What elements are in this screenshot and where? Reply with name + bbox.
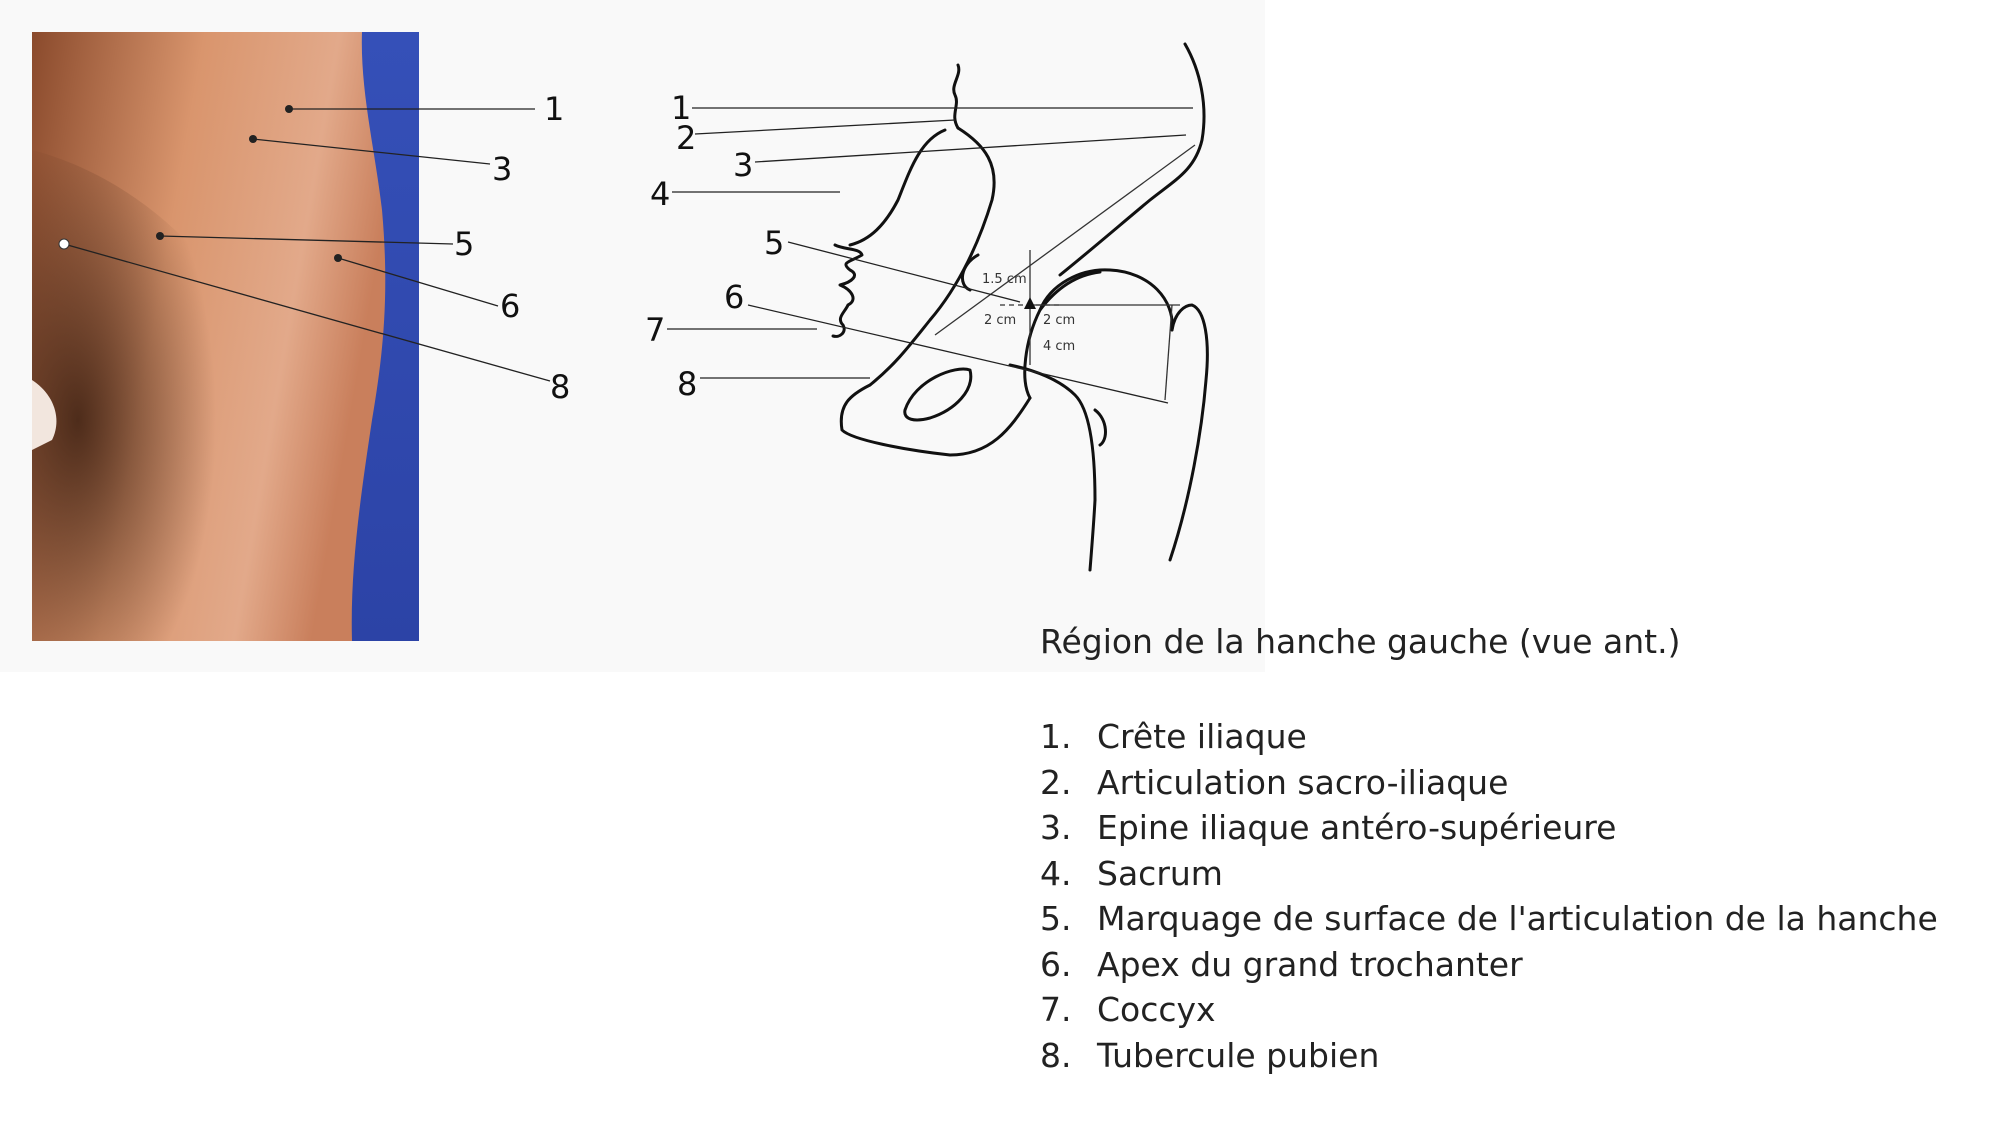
dimension-label-4: 4 cm xyxy=(1043,339,1075,354)
legend-item-number: 8. xyxy=(1040,1035,1072,1075)
construction-lines xyxy=(934,144,1196,401)
photo-label-3: 3 xyxy=(492,150,512,188)
legend-item-number: 4. xyxy=(1040,853,1072,893)
photo-callout-dots xyxy=(156,105,342,262)
legend-item-label: Apex du grand trochanter xyxy=(1097,944,1523,984)
legend-item-label: Tubercule pubien xyxy=(1097,1035,1380,1075)
acetabulum-rim xyxy=(1023,270,1102,400)
photo-label-5: 5 xyxy=(454,225,474,263)
legend-item: 6. Apex du grand trochanter xyxy=(1040,942,1938,988)
legend-item: 2. Articulation sacro-iliaque xyxy=(1040,760,1938,806)
greater-trochanter xyxy=(1168,303,1209,562)
drawing-label-5: 5 xyxy=(764,224,784,262)
drawing-label-6: 6 xyxy=(724,278,744,316)
obturator-foramen xyxy=(903,367,973,422)
neck-inner xyxy=(1008,363,1097,502)
photo-edge-highlight xyxy=(32,380,57,450)
hip-photograph xyxy=(32,32,419,641)
legend-item-label: Crête iliaque xyxy=(1097,717,1307,756)
pubic-tubercle-marker xyxy=(58,238,70,250)
sacral-top xyxy=(952,63,961,130)
legend-item: 4. Sacrum xyxy=(1040,851,1938,897)
legend-item: 5. Marquage de surface de l'articulation … xyxy=(1040,896,1938,942)
drawing-label-7: 7 xyxy=(645,311,665,349)
femur-shaft-medial xyxy=(1088,498,1097,572)
pubis-outline xyxy=(839,383,1032,457)
drawing-label-8: 8 xyxy=(677,365,697,403)
photo-label-1: 1 xyxy=(544,90,564,128)
drawing-callouts xyxy=(667,107,1193,404)
hip-joint-marker xyxy=(1024,297,1036,309)
legend-item-number: 2. xyxy=(1040,762,1072,802)
legend-item: 8. Tubercule pubien xyxy=(1040,1033,1938,1079)
legend-item-number: 3. xyxy=(1040,808,1072,847)
legend-item-label: Sacrum xyxy=(1097,853,1223,893)
photo-label-8: 8 xyxy=(550,368,570,406)
femur-lesser-trochanter xyxy=(1093,408,1107,447)
drawing-label-1: 1 xyxy=(671,89,691,127)
legend-item-number: 1. xyxy=(1040,717,1072,756)
dimension-label-2: 2 cm xyxy=(984,313,1016,328)
legend-item-label: Coccyx xyxy=(1097,990,1216,1029)
photo-hair xyxy=(32,150,262,641)
legend-list: 1. Crête iliaque 2. Articulation sacro-ili… xyxy=(1040,714,1938,1078)
dimension-label-3: 2 cm xyxy=(1043,313,1075,328)
dimension-label-1: 1.5 cm xyxy=(982,272,1027,287)
legend-item-label: Articulation sacro-iliaque xyxy=(1097,762,1509,802)
legend-item: 1. Crête iliaque xyxy=(1040,714,1938,760)
drawing-label-4: 4 xyxy=(650,175,670,213)
legend-item-number: 7. xyxy=(1040,990,1072,1029)
coccyx-outline xyxy=(831,243,864,338)
drawing-label-2: 2 xyxy=(676,119,696,157)
photo-callouts xyxy=(63,108,551,382)
legend-item-label: Epine iliaque antéro-supérieure xyxy=(1097,808,1617,847)
legend-item: 3. Epine iliaque antéro-supérieure xyxy=(1040,805,1938,851)
drawing-label-3: 3 xyxy=(733,146,753,184)
legend-title: Région de la hanche gauche (vue ant.) xyxy=(1040,622,1681,661)
legend-item-number: 6. xyxy=(1040,944,1072,984)
legend-item: 7. Coccyx xyxy=(1040,987,1938,1033)
sacrum-outline xyxy=(848,128,947,247)
legend-item-label: Marquage de surface de l'articulation de… xyxy=(1097,899,1938,938)
legend-item-number: 5. xyxy=(1040,899,1072,938)
legend: Région de la hanche gauche (vue ant.) 1.… xyxy=(1040,616,1938,1078)
ilium-notch xyxy=(961,253,980,292)
iliac-crest-outline xyxy=(1058,42,1206,277)
photo-label-6: 6 xyxy=(500,287,520,325)
